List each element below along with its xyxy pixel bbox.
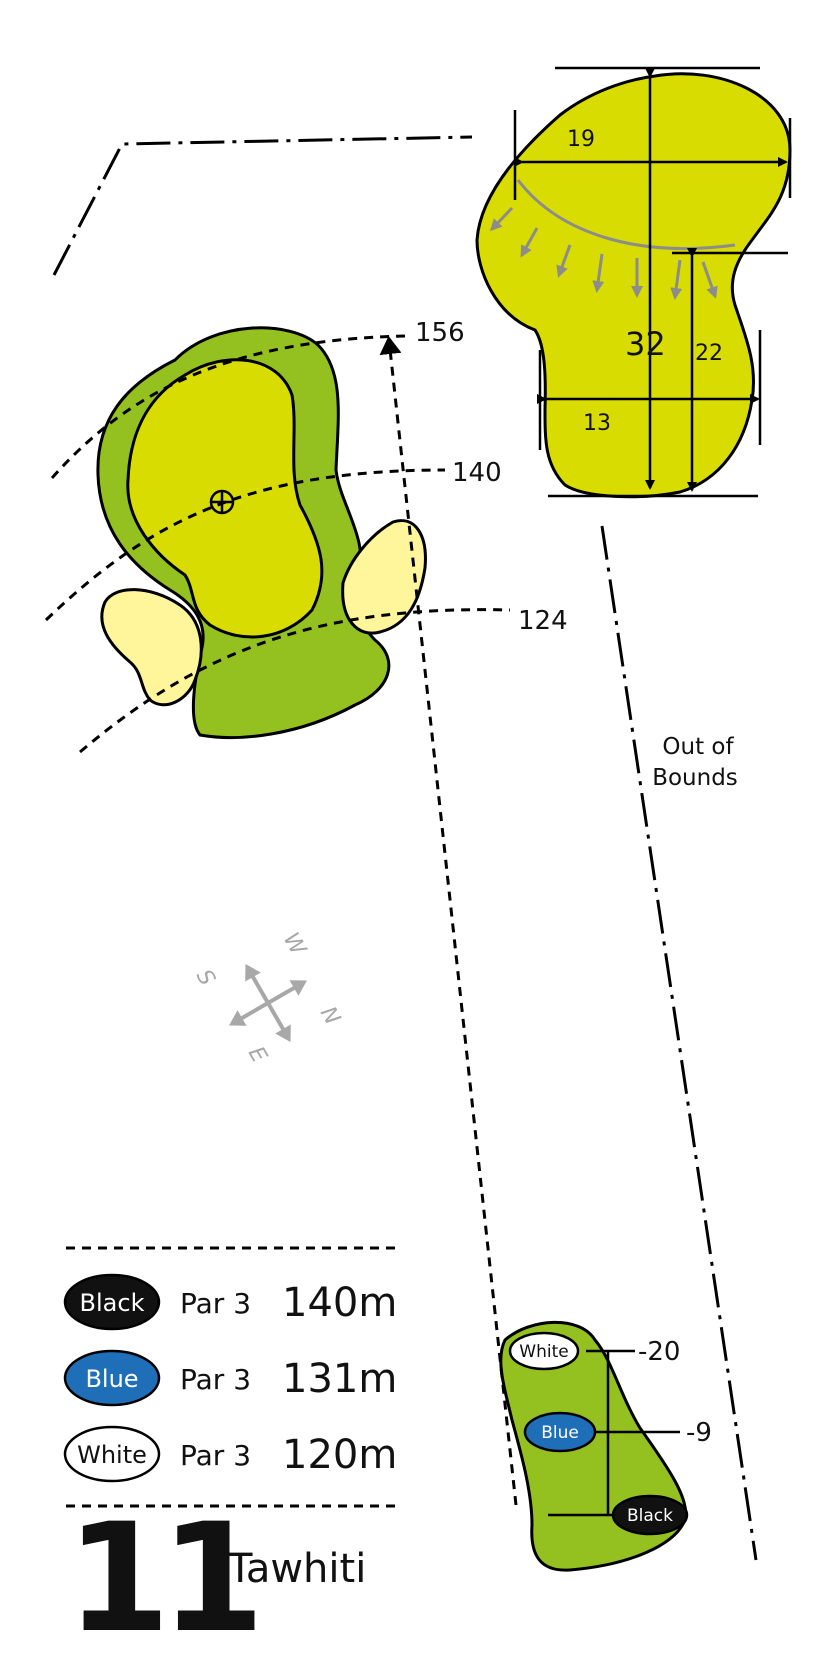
legend-tee-black: Black [80, 1289, 145, 1317]
tee-marker-black[interactable]: Black [611, 1494, 689, 1536]
tee-offset-white: -20 [638, 1337, 680, 1367]
green-dim-length: 32 [625, 325, 666, 363]
hole-number: 11 [66, 1492, 255, 1666]
tee-marker-blue-label: Blue [541, 1423, 579, 1443]
hole-name: Tawhiti [227, 1546, 366, 1592]
green-putting-surface [126, 358, 324, 639]
green-detail: 19 32 22 13 [475, 66, 792, 499]
slope-arrow-icon [592, 253, 605, 293]
green-detail-surface [475, 72, 792, 499]
distance-marker-156: 156 [415, 318, 465, 348]
distance-marker-124: 124 [518, 606, 568, 636]
compass-icon [229, 964, 307, 1042]
green-dim-width-bottom: 13 [583, 411, 611, 436]
tee-marker-black-label: Black [627, 1506, 673, 1526]
distance-marker-140: 140 [452, 458, 502, 488]
legend-length-black: 140m [282, 1280, 397, 1326]
legend-row-white: White Par 3 120m [63, 1425, 397, 1483]
tee-offset-blue: -9 [686, 1418, 712, 1448]
legend-par-white: Par 3 [180, 1439, 251, 1472]
tee-marker-blue[interactable]: Blue [523, 1411, 597, 1453]
legend-length-blue: 131m [282, 1356, 397, 1402]
oob-label-line1: Out of [662, 734, 734, 760]
tee-marker-white[interactable]: White [508, 1331, 580, 1371]
legend-row-blue: Blue Par 3 131m [63, 1349, 397, 1407]
green-complex [96, 326, 427, 739]
legend-tee-blue: Blue [85, 1365, 138, 1393]
out-of-bounds-lines [52, 135, 758, 1561]
distance-arcs [44, 334, 511, 754]
slope-ridge-line [516, 179, 736, 251]
legend-par-blue: Par 3 [180, 1363, 251, 1396]
bunker-right [341, 519, 427, 635]
slope-arrow-icon [489, 206, 514, 232]
green-dim-length-back: 22 [695, 341, 723, 366]
legend-row-black: Black Par 3 140m [63, 1273, 397, 1331]
oob-line-upper [52, 135, 473, 276]
arc-156 [50, 334, 406, 479]
bunker-left [100, 588, 203, 707]
green-dim-width-top: 19 [567, 127, 595, 152]
slope-arrows [489, 206, 718, 300]
compass-south: S [191, 966, 220, 991]
scorecard-legend: Black Par 3 140m Blue Par 3 131m White P… [63, 1246, 398, 1508]
compass-west: W [278, 929, 311, 961]
green-measurement-lines [513, 66, 792, 498]
slope-arrow-icon [556, 244, 572, 278]
oob-label-line2: Bounds [652, 765, 738, 791]
legend-par-black: Par 3 [180, 1287, 251, 1320]
compass-east: E [243, 1043, 272, 1068]
legend-tee-white: White [77, 1441, 147, 1469]
oob-label: Out of Bounds [652, 734, 738, 791]
compass-north: N [315, 1003, 345, 1030]
tee-marker-white-label: White [519, 1342, 568, 1362]
slope-arrow-icon [701, 261, 718, 299]
arc-124 [79, 608, 511, 754]
line-of-play [379, 336, 518, 1506]
oob-line-right [600, 525, 758, 1561]
slope-arrow-icon [670, 259, 683, 300]
legend-length-white: 120m [282, 1432, 397, 1478]
slope-arrow-icon [520, 227, 539, 258]
